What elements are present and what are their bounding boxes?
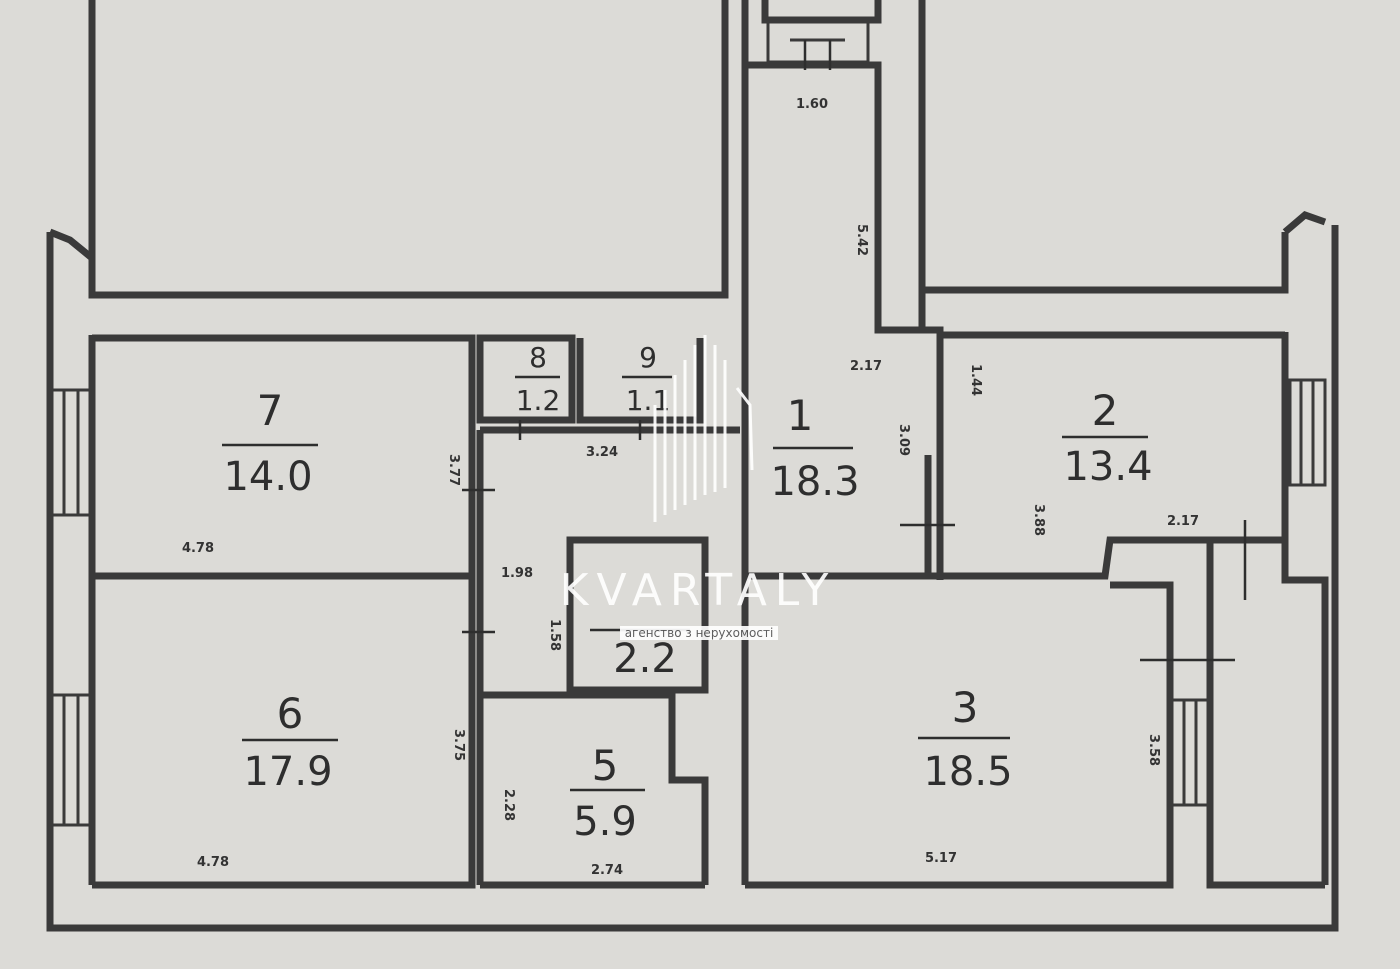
svg-text:1.2: 1.2: [516, 384, 561, 417]
svg-text:18.3: 18.3: [770, 459, 859, 505]
outer-walls: [46, 211, 1339, 932]
dim-3-88: 3.88: [1031, 504, 1046, 536]
svg-text:2: 2: [1092, 386, 1119, 435]
room-3-label: 3 18.5: [918, 683, 1013, 795]
window-room6: [50, 693, 92, 827]
svg-text:3: 3: [952, 683, 979, 732]
dim-3-24: 3.24: [586, 445, 618, 460]
room-9-label: 9 1.1: [622, 341, 672, 417]
room-7-label: 7 14.0: [222, 386, 318, 500]
dim-3-75: 3.75: [451, 729, 466, 761]
room-labels: 7 14.0 6 17.9 8 1.2 9 1.1 1 18.3 2 13.4: [222, 341, 1153, 845]
room-8-label: 8 1.2: [515, 341, 560, 417]
dim-4-78-upper: 4.78: [182, 541, 214, 556]
svg-text:9: 9: [639, 341, 657, 374]
logo-mark-icon: [653, 335, 754, 522]
window-room2: [1288, 378, 1327, 487]
window-room3: [1170, 698, 1210, 807]
watermark-logo: KVARTALY агенство з нерухомості: [560, 335, 837, 640]
door-marks: [462, 40, 1247, 662]
room-1-label: 1 18.3: [770, 391, 859, 505]
svg-text:1: 1: [787, 391, 814, 440]
dim-3-58: 3.58: [1146, 734, 1161, 766]
svg-text:1.1: 1.1: [626, 384, 671, 417]
upper-walls: [88, 0, 1289, 334]
dim-5-17: 5.17: [925, 851, 957, 866]
dimension-labels: 1.60 5.42 2.17 1.44 3.09 3.24 3.77 4.78 …: [182, 97, 1199, 878]
room-5-label: 5 5.9: [570, 741, 645, 845]
svg-text:18.5: 18.5: [923, 749, 1012, 795]
dim-1-58: 1.58: [547, 619, 562, 651]
dim-2-17-top: 2.17: [850, 359, 882, 374]
dim-3-77: 3.77: [446, 454, 461, 486]
dim-1-44: 1.44: [968, 364, 983, 396]
room-6-label: 6 17.9: [242, 689, 338, 795]
svg-text:6: 6: [277, 689, 304, 738]
logo-tagline: агенство з нерухомості: [625, 626, 774, 640]
dim-1-98: 1.98: [501, 566, 533, 581]
svg-text:14.0: 14.0: [223, 454, 312, 500]
windows: [50, 20, 1327, 827]
room-2-label: 2 13.4: [1062, 386, 1153, 490]
dim-5-42: 5.42: [854, 224, 869, 256]
svg-text:5.9: 5.9: [573, 799, 637, 845]
svg-text:2.2: 2.2: [613, 636, 677, 682]
logo-tagline-bg: [620, 626, 778, 640]
dim-3-09: 3.09: [896, 424, 911, 456]
svg-text:8: 8: [529, 341, 547, 374]
svg-text:17.9: 17.9: [243, 749, 332, 795]
dim-2-74: 2.74: [591, 863, 623, 878]
svg-text:5: 5: [592, 741, 619, 790]
logo-brand: KVARTALY: [560, 565, 837, 616]
window-top: [766, 20, 870, 64]
svg-text:13.4: 13.4: [1063, 444, 1152, 490]
window-room7: [50, 388, 92, 517]
dim-1-60: 1.60: [796, 97, 828, 112]
dim-2-17-right: 2.17: [1167, 514, 1199, 529]
dim-2-28: 2.28: [501, 789, 516, 821]
dim-4-78-lower: 4.78: [197, 855, 229, 870]
svg-text:7: 7: [257, 386, 284, 435]
